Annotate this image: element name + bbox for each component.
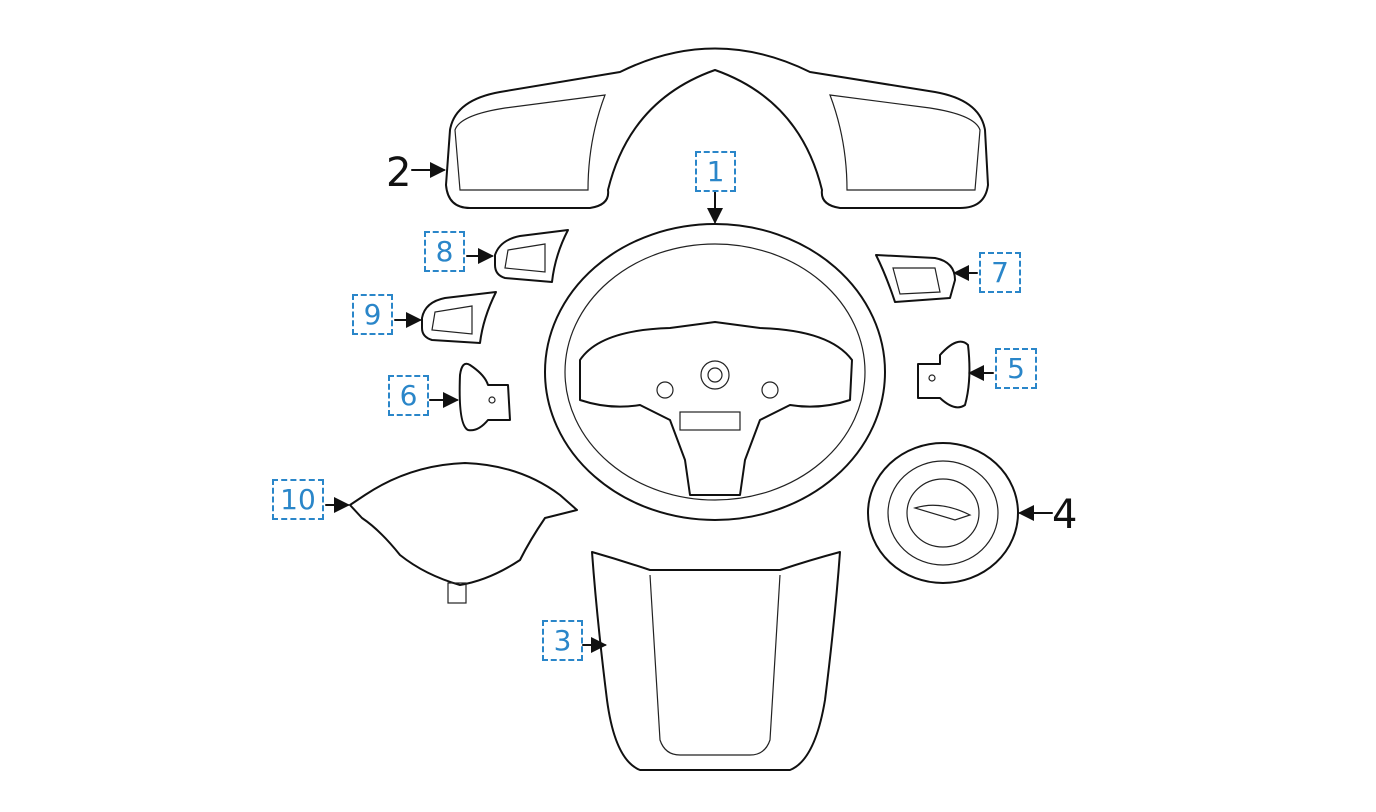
left-switch-upper-part: [466, 229, 569, 283]
lower-cover-part: [582, 551, 841, 771]
part-2-label: 2: [386, 150, 411, 196]
callout-5[interactable]: 5: [995, 348, 1037, 389]
steering-wheel-part: [544, 191, 886, 521]
rear-cover-part: [325, 462, 578, 604]
callout-9[interactable]: 9: [352, 294, 393, 335]
part-4-label: 4: [1052, 492, 1077, 538]
callout-6[interactable]: 6: [388, 375, 429, 416]
left-switch-lower-part: [394, 291, 497, 344]
right-switch-part: [875, 254, 978, 303]
airbag-part: 4: [867, 442, 1077, 584]
callout-8[interactable]: 8: [424, 231, 465, 272]
right-paddle-part: [917, 340, 994, 409]
upper-shroud-part: 2: [386, 47, 989, 209]
left-paddle-part: [429, 362, 511, 432]
callout-1[interactable]: 1: [695, 151, 736, 192]
callout-3[interactable]: 3: [542, 620, 583, 661]
callout-10[interactable]: 10: [272, 479, 324, 520]
callout-7[interactable]: 7: [979, 252, 1021, 293]
